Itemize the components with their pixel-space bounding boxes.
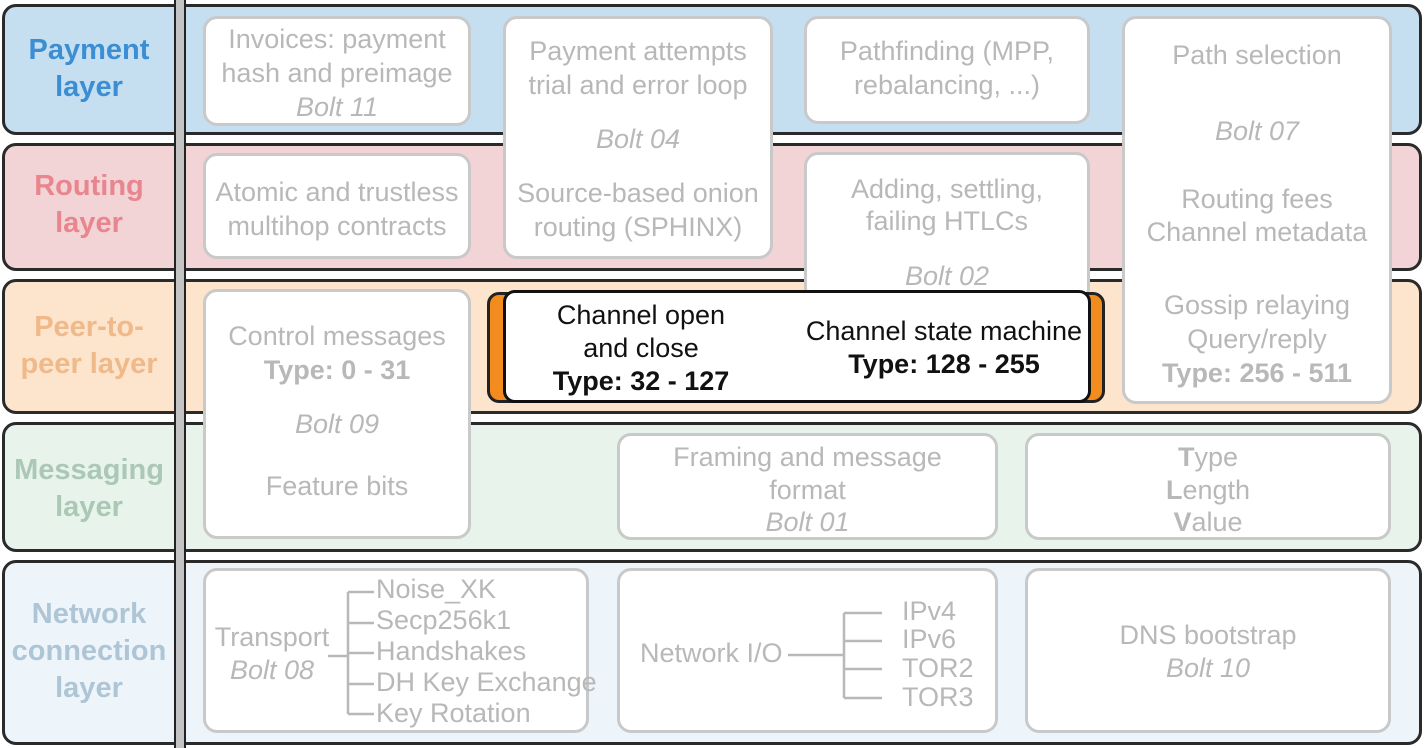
network-io-leaf: TOR3	[902, 682, 974, 712]
channel-open-label: Channel open	[556, 300, 726, 330]
framing-box: Framing and message format Bolt 01	[617, 433, 998, 540]
transport-box: Transport Bolt 08 Noise_XK Secp256k1 Han…	[203, 568, 597, 733]
network-io-leaf: IPv6	[902, 624, 957, 654]
path-selection-box: Path selection Bolt 07 Routing fees Chan…	[1122, 16, 1392, 404]
network-io-tree-lines	[788, 611, 882, 700]
atomic-contracts-box: Atomic and trustless multihop contracts	[203, 153, 471, 259]
transport-leaf: Handshakes	[376, 636, 527, 666]
vertical-divider	[174, 0, 186, 748]
p2p-layer-label: Peer-to-peer layer	[20, 311, 158, 380]
network-io-box: Network I/O IPv4 IPv6 TOR2 TOR3	[617, 568, 998, 733]
channel-state-label: Channel state machine	[805, 316, 1083, 346]
channel-close-label: and close	[583, 333, 699, 363]
channel-box: Channel open and close Type: 32 - 127 Ch…	[503, 290, 1091, 403]
tlv-box: Type Length Value	[1025, 433, 1391, 540]
htlc-box: Adding, settling, failing HTLCs Bolt 02	[804, 152, 1090, 302]
network-io-leaf: TOR2	[902, 653, 974, 683]
invoices-box: Invoices: payment hash and preimage Bolt…	[203, 16, 471, 126]
payment-attempts-box: Payment attempts trial and error loop Bo…	[503, 16, 773, 259]
transport-tree-lines	[328, 590, 374, 716]
network-io-label: Network I/O	[640, 638, 783, 668]
transport-label: Transport	[214, 622, 330, 652]
transport-leaf: Secp256k1	[376, 605, 512, 635]
transport-bolt: Bolt 08	[229, 655, 315, 685]
control-messages-box: Control messages Type: 0 - 31 Bolt 09 Fe…	[203, 289, 471, 539]
pathfinding-box: Pathfinding (MPP, rebalancing, ...)	[804, 16, 1090, 124]
network-io-leaf: IPv4	[902, 596, 957, 626]
transport-leaf: DH Key Exchange	[376, 667, 597, 697]
dns-bootstrap-box: DNS bootstrap Bolt 10	[1025, 568, 1391, 733]
transport-leaf: Noise_XK	[376, 574, 497, 604]
transport-leaf: Key Rotation	[376, 698, 531, 728]
channel-open-type: Type: 32 - 127	[552, 366, 730, 396]
channel-state-type: Type: 128 - 255	[848, 349, 1040, 379]
